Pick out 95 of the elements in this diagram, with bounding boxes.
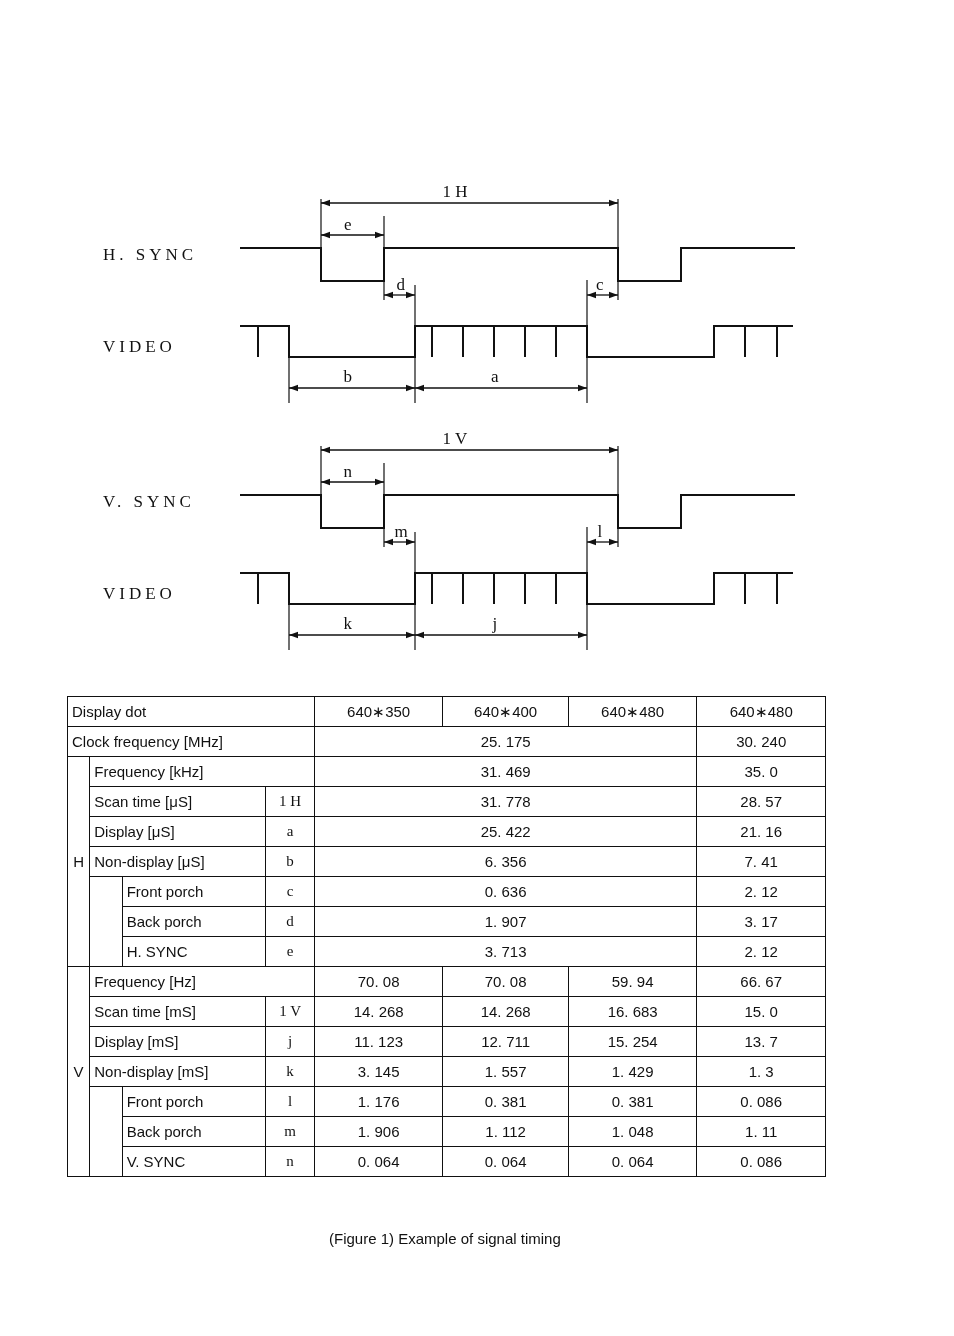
row-label: H. SYNC: [126, 943, 188, 960]
symbol-text: k: [286, 1063, 294, 1079]
row-label: Frequency [kHz]: [94, 763, 204, 780]
table-value: V: [73, 1063, 84, 1080]
signal-label: VIDEO: [103, 584, 176, 604]
dimension-label: n: [343, 462, 352, 482]
table-value: 1. 176: [357, 1093, 400, 1110]
table-value: 6. 356: [484, 853, 527, 870]
table-value: 1. 429: [611, 1063, 654, 1080]
table-value: 13. 7: [744, 1033, 778, 1050]
symbol-text: c: [286, 883, 294, 899]
table-value: 640∗480: [729, 702, 793, 720]
symbol-text: b: [286, 853, 294, 869]
table-value: 1. 112: [485, 1123, 526, 1140]
row-label: Scan time [μS]: [94, 793, 193, 810]
table-value: 1. 11: [745, 1123, 778, 1140]
table-value: 3. 713: [484, 943, 527, 960]
symbol-text: d: [286, 913, 294, 929]
row-label: Back porch: [126, 913, 202, 930]
table-value: 0. 064: [484, 1153, 527, 1170]
table-value: 66. 67: [740, 973, 783, 990]
table-value: 3. 145: [357, 1063, 400, 1080]
table-value: 21. 16: [740, 823, 783, 840]
dimension-label: a: [491, 367, 499, 387]
dimension-label: l: [597, 522, 603, 542]
table-value: 640∗350: [347, 702, 411, 720]
table-value: 15. 254: [607, 1033, 658, 1050]
table-value: 59. 94: [611, 973, 654, 990]
table-value: 30. 240: [736, 733, 787, 750]
dimension-label: 1 H: [442, 182, 468, 202]
table-value: 70. 08: [484, 973, 527, 990]
table-value: 2. 12: [744, 883, 778, 900]
row-label: Non-display [μS]: [94, 853, 205, 870]
table-value: 1. 906: [357, 1123, 400, 1140]
table-value: 70. 08: [357, 973, 400, 990]
row-label: Scan time [mS]: [94, 1003, 196, 1020]
symbol-text: 1 V: [279, 1003, 301, 1019]
table-value: 3. 17: [744, 913, 778, 930]
row-label: V. SYNC: [126, 1153, 186, 1170]
figure-caption: (Figure 1) Example of signal timing: [329, 1229, 561, 1249]
table-value: 16. 683: [607, 1003, 658, 1020]
dimension-label: d: [396, 275, 405, 295]
table-value: 1. 048: [611, 1123, 654, 1140]
table-value: 12. 711: [481, 1033, 531, 1050]
signal-label: VIDEO: [103, 337, 176, 357]
row-label: Clock frequency [MHz]: [72, 733, 223, 750]
symbol-text: j: [288, 1033, 293, 1049]
signal-label: H. SYNC: [103, 245, 198, 265]
table-value: H: [73, 853, 85, 870]
table-value: 0. 381: [484, 1093, 527, 1110]
symbol-text: e: [286, 943, 294, 959]
table-value: 0. 636: [484, 883, 527, 900]
table-value: 35. 0: [744, 763, 778, 780]
symbol-text: 1 H: [279, 793, 302, 809]
row-label: Display [μS]: [94, 823, 175, 840]
table-value: 0. 381: [611, 1093, 654, 1110]
table-value: 0. 064: [611, 1153, 654, 1170]
symbol-text: n: [286, 1153, 294, 1169]
table-value: 7. 41: [744, 853, 778, 870]
table-value: 28. 57: [740, 793, 783, 810]
row-label: Display dot: [72, 703, 147, 720]
signal-label: V. SYNC: [103, 492, 195, 512]
table-value: 1. 557: [484, 1063, 527, 1080]
symbol-text: a: [286, 823, 294, 839]
table-value: 25. 422: [480, 823, 531, 840]
table-value: 15. 0: [744, 1003, 778, 1020]
table-value: 1. 3: [748, 1063, 774, 1080]
table-value: 1. 907: [484, 913, 527, 930]
row-label: Frequency [Hz]: [94, 973, 196, 990]
symbol-text: m: [284, 1123, 296, 1139]
dimension-label: b: [343, 367, 352, 387]
table-value: 640∗480: [601, 702, 665, 720]
symbol-text: l: [288, 1093, 293, 1109]
dimension-label: e: [344, 215, 352, 235]
table-value: 11. 123: [354, 1033, 404, 1050]
row-label: Front porch: [126, 883, 204, 900]
row-label: Back porch: [126, 1123, 202, 1140]
table-value: 2. 12: [744, 943, 778, 960]
dimension-label: j: [492, 614, 498, 634]
dimension-label: 1 V: [442, 429, 468, 449]
table-value: 25. 175: [480, 733, 531, 750]
table-value: 0. 086: [740, 1093, 783, 1110]
table-value: 14. 268: [480, 1003, 531, 1020]
table-value: 640∗400: [474, 702, 538, 720]
table-value: 31. 469: [480, 763, 531, 780]
table-value: 14. 268: [353, 1003, 404, 1020]
table-value: 0. 086: [740, 1153, 783, 1170]
row-label: Front porch: [126, 1093, 204, 1110]
row-label: Display [mS]: [94, 1033, 179, 1050]
table-value: 31. 778: [480, 793, 531, 810]
dimension-label: c: [596, 275, 604, 295]
dimension-label: m: [394, 522, 408, 542]
table-value: 0. 064: [357, 1153, 400, 1170]
row-label: Non-display [mS]: [94, 1063, 209, 1080]
dimension-label: k: [343, 614, 352, 634]
